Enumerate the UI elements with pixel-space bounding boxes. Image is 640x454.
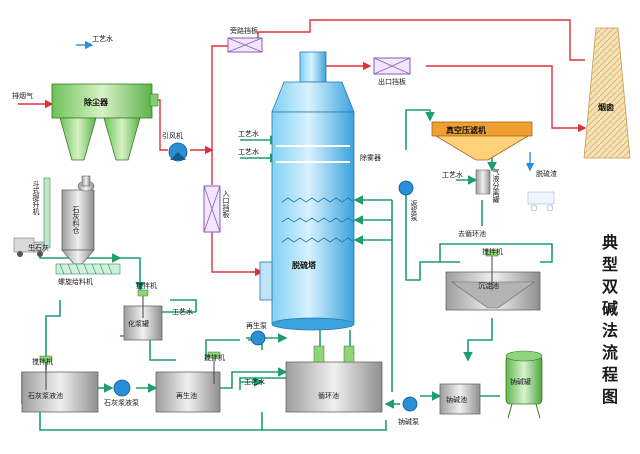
label-lime-slurry-pool: 石灰浆液池: [28, 391, 63, 400]
title-char-1: 型: [602, 255, 618, 274]
label-gas-separator: 气液分离罐: [492, 167, 500, 204]
label-lime-tank: 化浆罐: [128, 319, 149, 328]
regen-pool: [155, 351, 221, 413]
label-desulfur-tower: 脱硫塔: [292, 260, 317, 270]
vacuum-filter: [431, 121, 533, 161]
label-soda-pool: 钠碱池: [446, 395, 467, 404]
label-regen-pump: 再生泵: [246, 321, 267, 330]
label-lime-slurry-pump: 石灰浆液泵: [104, 398, 139, 407]
label-chimney: 烟囱: [598, 102, 614, 112]
label-bypass-damper: 旁路挡板: [230, 26, 258, 35]
label-process-water-3: 工艺水: [442, 170, 463, 179]
label-agitator-2: 搅拌机: [482, 247, 503, 256]
lime-slurry-pool: [21, 355, 99, 413]
soda-pump: [402, 396, 418, 412]
label-sediment-pool: 沉淀池: [478, 281, 499, 290]
label-dust-collector: 除尘器: [84, 97, 109, 107]
dust-collector: [51, 83, 159, 161]
label-agitator-3: 搅拌机: [32, 357, 53, 366]
label-outlet-damper: 出口挡板: [378, 77, 406, 86]
title-char-3: 碱: [602, 299, 618, 318]
label-agitator-1: 搅拌机: [136, 281, 157, 290]
title-char-4: 法: [602, 321, 618, 340]
label-process-water-top: 工艺水: [92, 34, 113, 43]
label-quicklime: 生石灰: [28, 243, 49, 252]
lime-silo: [43, 175, 95, 265]
chimney: [583, 27, 631, 159]
induced-fan: [168, 142, 188, 162]
title-char-5: 流: [602, 343, 618, 362]
label-slurry-pump: 返浆泵: [410, 200, 418, 221]
title-char-7: 图: [602, 387, 618, 406]
label-lime-silo: 石灰料仓: [72, 206, 80, 234]
label-induced-fan: 引风机: [162, 131, 183, 140]
label-to-recycle-pool: 去循环池: [458, 229, 486, 238]
outlet-damper: [373, 57, 411, 75]
inlet-damper: [203, 185, 221, 233]
regen-pump: [250, 330, 266, 346]
sediment-pool: [445, 249, 541, 311]
lime-slurry-pump: [113, 379, 131, 397]
label-flue-gas: 排烟气: [12, 91, 33, 100]
label-slag-out: 脱硫渣: [536, 169, 557, 178]
label-screw-feeder: 螺旋给料机: [58, 277, 93, 286]
diagram-title: 典 型 双 碱 法 流 程 图: [602, 233, 618, 406]
desulfur-tower: [259, 51, 355, 331]
soda-pool: [439, 383, 481, 415]
title-char-6: 程: [602, 365, 618, 384]
bypass-damper: [227, 37, 263, 53]
label-process-water-1: 工艺水: [238, 129, 259, 138]
lime-tank: [123, 289, 163, 341]
soda-tank: [505, 350, 543, 419]
label-regen-pool: 再生池: [176, 391, 197, 400]
title-char-0: 典: [602, 233, 618, 252]
label-recycle-pool: 循环池: [318, 391, 339, 400]
label-vacuum-filter: 真空压滤机: [446, 125, 486, 135]
slurry-pump: [398, 180, 414, 196]
label-limestone-feeder: 斗式提升机: [32, 180, 40, 216]
label-inlet-damper: 入口挡板: [222, 190, 230, 219]
quicklime-truck: [13, 237, 45, 257]
label-soda-pump: 钠碱泵: [398, 417, 419, 426]
label-process-water-4: 工艺水: [172, 307, 193, 316]
label-demister: 除雾器: [360, 153, 381, 162]
label-process-water-2: 工艺水: [238, 147, 259, 156]
labels: 工艺水 排烟气 除尘器 旁路挡板 出口挡板 烟囱 引风机 入口挡板 工艺水 工艺…: [12, 26, 614, 426]
label-process-water-5: 工艺水: [244, 377, 265, 386]
label-soda-tank: 钠碱罐: [510, 377, 531, 386]
slag-cart: [525, 152, 555, 212]
title-char-2: 双: [602, 277, 618, 296]
screw-feeder: [55, 263, 121, 275]
recycle-pool: [285, 345, 383, 413]
label-agitator-4: 搅拌机: [204, 353, 225, 362]
gas-separator: [475, 169, 491, 195]
